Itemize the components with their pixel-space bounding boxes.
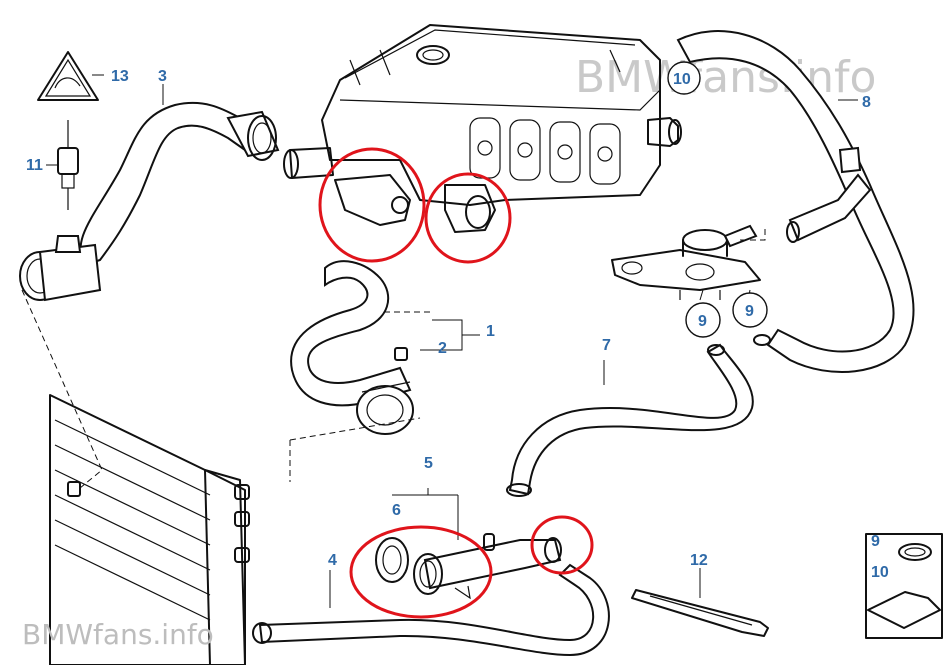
- temperature-sensor-11: [57, 120, 79, 210]
- callout-2: 2: [438, 340, 447, 357]
- callout-circles: [667, 61, 768, 338]
- radiator: [49, 394, 250, 665]
- cable-tie-12: [631, 589, 769, 637]
- callout-4: 4: [328, 552, 337, 569]
- callout-13: 13: [111, 68, 129, 85]
- cylinder-head: [283, 24, 682, 233]
- callout-9a: 9: [698, 313, 707, 330]
- callout-8: 8: [862, 94, 871, 111]
- callout-3: 3: [158, 68, 167, 85]
- hose-8: [676, 30, 915, 373]
- callout-5: 5: [424, 455, 433, 472]
- hose-7: [506, 334, 771, 497]
- warning-label-13: [37, 51, 99, 101]
- hose-3: [19, 101, 280, 302]
- pipe-5: [375, 533, 562, 600]
- callout-10: 10: [673, 71, 691, 88]
- highlight-circles: [318, 147, 594, 619]
- callout-1: 1: [486, 323, 495, 340]
- hose-4: [252, 563, 610, 657]
- callout-12: 12: [690, 552, 708, 569]
- hose-1: [290, 260, 414, 435]
- valve-bracket: [611, 224, 761, 300]
- callout-7: 7: [602, 337, 611, 354]
- watermark-bottom: BMWfans.info: [22, 618, 214, 651]
- inset-callout-10: 10: [871, 564, 889, 581]
- callout-11: 11: [26, 157, 43, 174]
- callout-9b: 9: [745, 303, 754, 320]
- inset-callout-9: 9: [871, 533, 880, 550]
- callout-labels: 13 3 11 1 2 7 8 10 9 9 5 6 4 12 9 10: [26, 68, 889, 581]
- callout-6: 6: [392, 502, 401, 519]
- clamp-inset: [865, 533, 943, 639]
- watermark-top: BMWfans.info: [575, 52, 876, 103]
